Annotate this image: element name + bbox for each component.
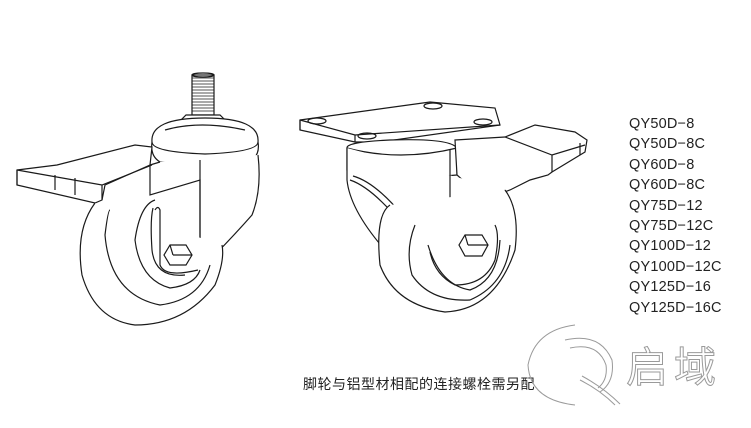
top-plate-icon — [299, 101, 501, 143]
axle-bolt-icon — [163, 244, 193, 266]
model-number: QY100D−12C — [629, 258, 722, 275]
brake-pedal-icon — [16, 144, 153, 204]
axle-bolt-icon — [458, 234, 489, 257]
brake-pedal-icon — [454, 124, 588, 201]
model-number: QY60D−8C — [629, 177, 706, 194]
wheel-icon — [378, 189, 517, 313]
model-number: QY60D−8 — [629, 156, 695, 173]
model-number: QY100D−12 — [629, 238, 712, 255]
model-number: QY125D−16 — [629, 279, 712, 296]
watermark-logo-icon — [527, 324, 621, 406]
model-number-list: QY50D−8 QY50D−8C QY60D−8 QY60D−8C QY75D−… — [629, 114, 722, 318]
plate-caster-drawing — [299, 101, 588, 313]
threaded-stem-icon — [191, 72, 215, 116]
bolt-note-caption: 脚轮与铝型材相配的连接螺栓需另配 — [303, 377, 535, 393]
model-number: QY50D−8C — [629, 136, 706, 153]
model-number: QY75D−12C — [629, 218, 714, 235]
wheel-icon — [79, 199, 224, 326]
watermark-text: 启域 — [625, 343, 723, 393]
model-number: QY125D−16C — [629, 299, 722, 316]
stem-caster-drawing — [16, 72, 260, 326]
model-number: QY75D−12 — [629, 197, 703, 214]
model-number: QY50D−8 — [629, 116, 695, 132]
